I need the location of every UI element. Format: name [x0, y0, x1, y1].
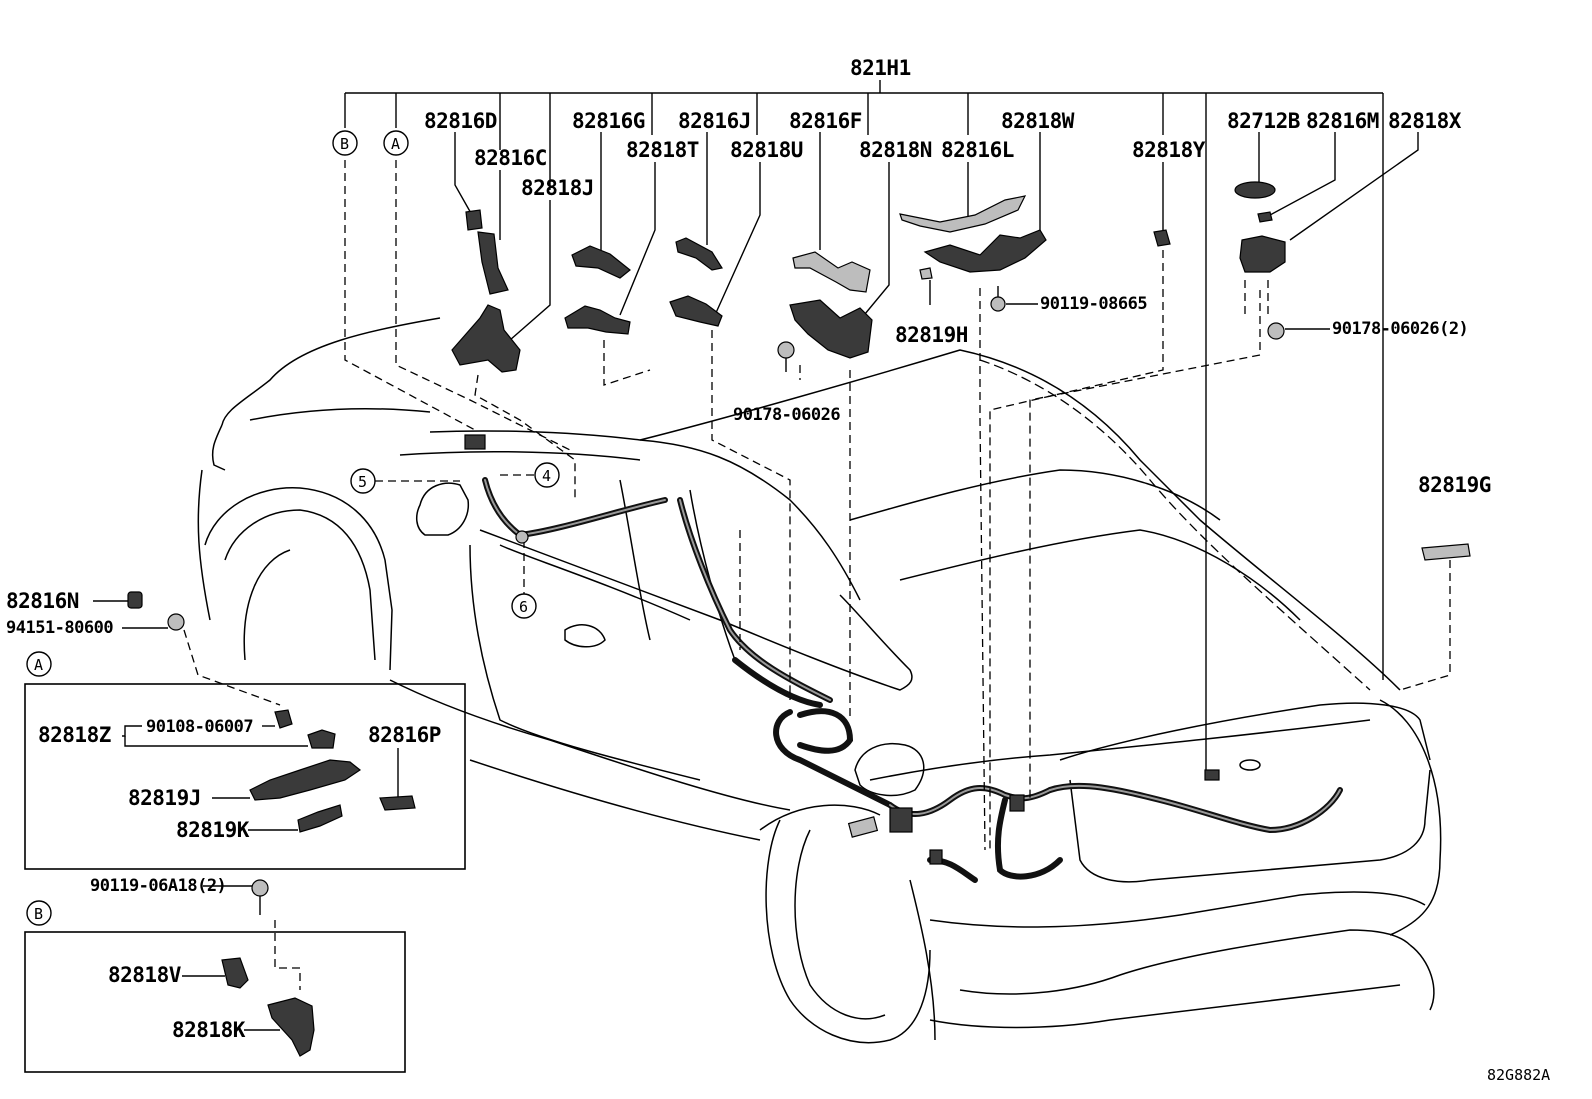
- part-82818X: [1239, 235, 1286, 273]
- part-82816M: [1257, 211, 1273, 223]
- svg-text:A: A: [391, 135, 400, 153]
- part-82818N: [789, 299, 873, 359]
- label-82818J: 82818J: [521, 176, 594, 200]
- part-82818W: [923, 229, 1047, 273]
- label-82819H: 82819H: [895, 323, 968, 347]
- part-82816P: [379, 795, 416, 811]
- label-90119-08665: 90119-08665: [1040, 294, 1147, 314]
- callout-B-top: B: [332, 130, 358, 156]
- label-82818K: 82818K: [172, 1018, 246, 1042]
- svg-text:A: A: [34, 656, 43, 674]
- part-82818V: [221, 957, 249, 989]
- label-82818Z: 82818Z: [38, 723, 111, 747]
- part-82816G: [571, 245, 631, 279]
- part-82818J: [451, 304, 521, 373]
- inset-B: B: [24, 900, 406, 1073]
- label-82816N: 82816N: [6, 589, 79, 613]
- label-82818U: 82818U: [730, 138, 803, 162]
- assembly-bracket-821H1: [344, 80, 1384, 770]
- svg-text:B: B: [34, 905, 43, 923]
- label-94151-80600: 94151-80600: [6, 618, 113, 638]
- label-90119-06A18-2: 90119-06A18(2): [90, 876, 226, 896]
- part-94151-80600: [167, 613, 185, 631]
- part-82712B: [1234, 181, 1276, 199]
- part-82818U: [669, 295, 723, 327]
- label-82816G: 82816G: [572, 109, 645, 133]
- label-82712B: 82712B: [1227, 109, 1300, 133]
- svg-text:6: 6: [519, 598, 528, 616]
- label-82818N: 82818N: [859, 138, 932, 162]
- label-82818Y: 82818Y: [1132, 138, 1206, 162]
- label-82819G: 82819G: [1418, 473, 1491, 497]
- label-82818X: 82818X: [1388, 109, 1462, 133]
- part-82819J: [249, 759, 362, 801]
- leader-lines: [454, 132, 1419, 341]
- callout-5: 5: [350, 468, 460, 494]
- wire-harness: [464, 434, 1343, 883]
- part-82819K: [297, 804, 343, 833]
- label-82818V: 82818V: [108, 963, 182, 987]
- label-82819J: 82819J: [128, 786, 201, 810]
- figure-id: 82G882A: [1487, 1066, 1550, 1084]
- part-82818T: [564, 305, 631, 335]
- part-82816J: [675, 237, 723, 271]
- part-82819H: [919, 267, 933, 280]
- label-821H1: 821H1: [850, 56, 911, 80]
- part-82816N: [127, 591, 143, 609]
- label-90108-06007: 90108-06007: [146, 717, 253, 737]
- label-90178-06026-2: 90178-06026(2): [1332, 319, 1468, 339]
- bolt-90119-08665: [990, 286, 1006, 312]
- label-82818W: 82818W: [1001, 109, 1075, 133]
- label-82819K: 82819K: [176, 818, 250, 842]
- label-82818T: 82818T: [626, 138, 699, 162]
- part-90108-06007: [274, 709, 293, 729]
- callout-6: 6: [511, 530, 537, 619]
- svg-text:5: 5: [358, 473, 367, 491]
- part-82818Y: [1153, 229, 1171, 247]
- callout-4: 4: [500, 462, 560, 488]
- locator-lines: [344, 160, 1451, 851]
- part-82816F: [792, 251, 871, 293]
- label-82816F: 82816F: [789, 109, 862, 133]
- label-82816D: 82816D: [424, 109, 497, 133]
- label-82816L: 82816L: [941, 138, 1014, 162]
- svg-text:4: 4: [542, 467, 551, 485]
- vehicle-body-outline: [197, 317, 1442, 1044]
- label-82816C: 82816C: [474, 146, 547, 170]
- label-82816P: 82816P: [368, 723, 441, 747]
- part-82816L: [899, 195, 1027, 233]
- part-82818Z: [307, 729, 336, 749]
- part-82816D: [465, 209, 483, 231]
- label-82816M: 82816M: [1306, 109, 1379, 133]
- callout-A-top: A: [383, 130, 409, 156]
- part-82816C: [477, 231, 509, 295]
- inset-A: A: [24, 651, 466, 870]
- clip-90178-06026-2: [1267, 322, 1285, 340]
- clip-90178-06026: [777, 341, 795, 372]
- part-82818K: [267, 997, 315, 1057]
- bolt-90119-06A18: [251, 879, 269, 915]
- part-82819G: [1421, 543, 1471, 561]
- svg-text:B: B: [340, 135, 349, 153]
- label-82816J: 82816J: [678, 109, 751, 133]
- label-90178-06026: 90178-06026: [733, 405, 840, 425]
